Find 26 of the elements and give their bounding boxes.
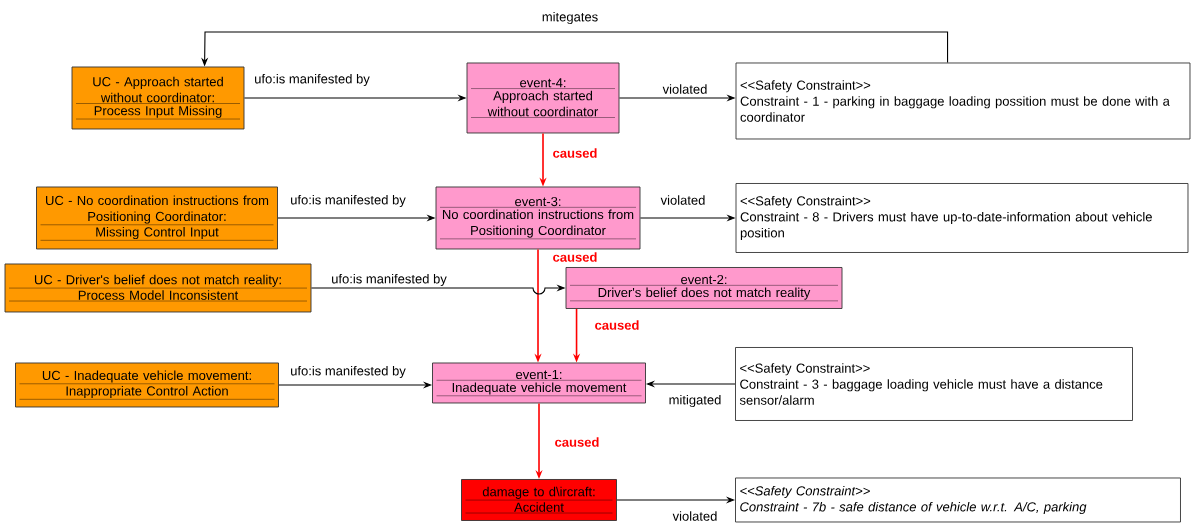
uc-box: UC - Approach started without coordinator: Process Input Missing [71, 66, 245, 130]
edge-label: caused [551, 251, 599, 263]
event-box: event-4: Approach started without coordinator [466, 62, 620, 134]
edge-label: mitegates [540, 10, 600, 26]
uc-box: UC - Driver's belief does not match reality: Process Model Inconsistent [4, 263, 312, 313]
accident-box: damage to d\ircraft: Accident [461, 479, 617, 521]
edge-label: caused [593, 319, 641, 331]
edge-label: violated [661, 83, 709, 95]
edge-label: violated [659, 194, 707, 206]
event-box: event-1: Inadequate vehicle movement [432, 362, 646, 404]
edge-label: mitigated [667, 393, 723, 409]
uc-box: UC - Inadequate vehicle movement: Inappropriate Control Action [15, 362, 279, 408]
edge-label: ufo:is manifested by [253, 72, 371, 88]
constraint-box: <<Safety Constraint>> Constraint - 1 - parking in baggage loading possition must be done with a coordinator [735, 62, 1191, 140]
edge-label: ufo:is manifested by [289, 364, 407, 380]
event-box: event-3: No coordination instructions from Positioning Coordinator [435, 186, 641, 250]
constraint-box: <<Safety Constraint>> Constraint - 8 - Drivers must have up-to-date-information about vehicle position [735, 183, 1189, 253]
edge-label: ufo:is manifested by [330, 272, 448, 288]
edge-label: caused [551, 147, 599, 159]
constraint-box: <<Safety Constraint>> Constraint - 7b - safe distance of vehicle w.r.t. A/C, parking [735, 477, 1181, 523]
edge-label: caused [553, 436, 601, 448]
edge-label: violated [671, 510, 719, 522]
constraint-box: <<Safety Constraint>> Constraint - 3 - baggage loading vehicle must have a distance sensor/alarm [735, 347, 1133, 421]
uc-box: UC - No coordination instructions from Positioning Coordinator: Missing Control Input [36, 186, 278, 250]
event-box: event-2: Driver's belief does not match reality [565, 267, 843, 309]
edge-label: ufo:is manifested by [289, 193, 407, 209]
